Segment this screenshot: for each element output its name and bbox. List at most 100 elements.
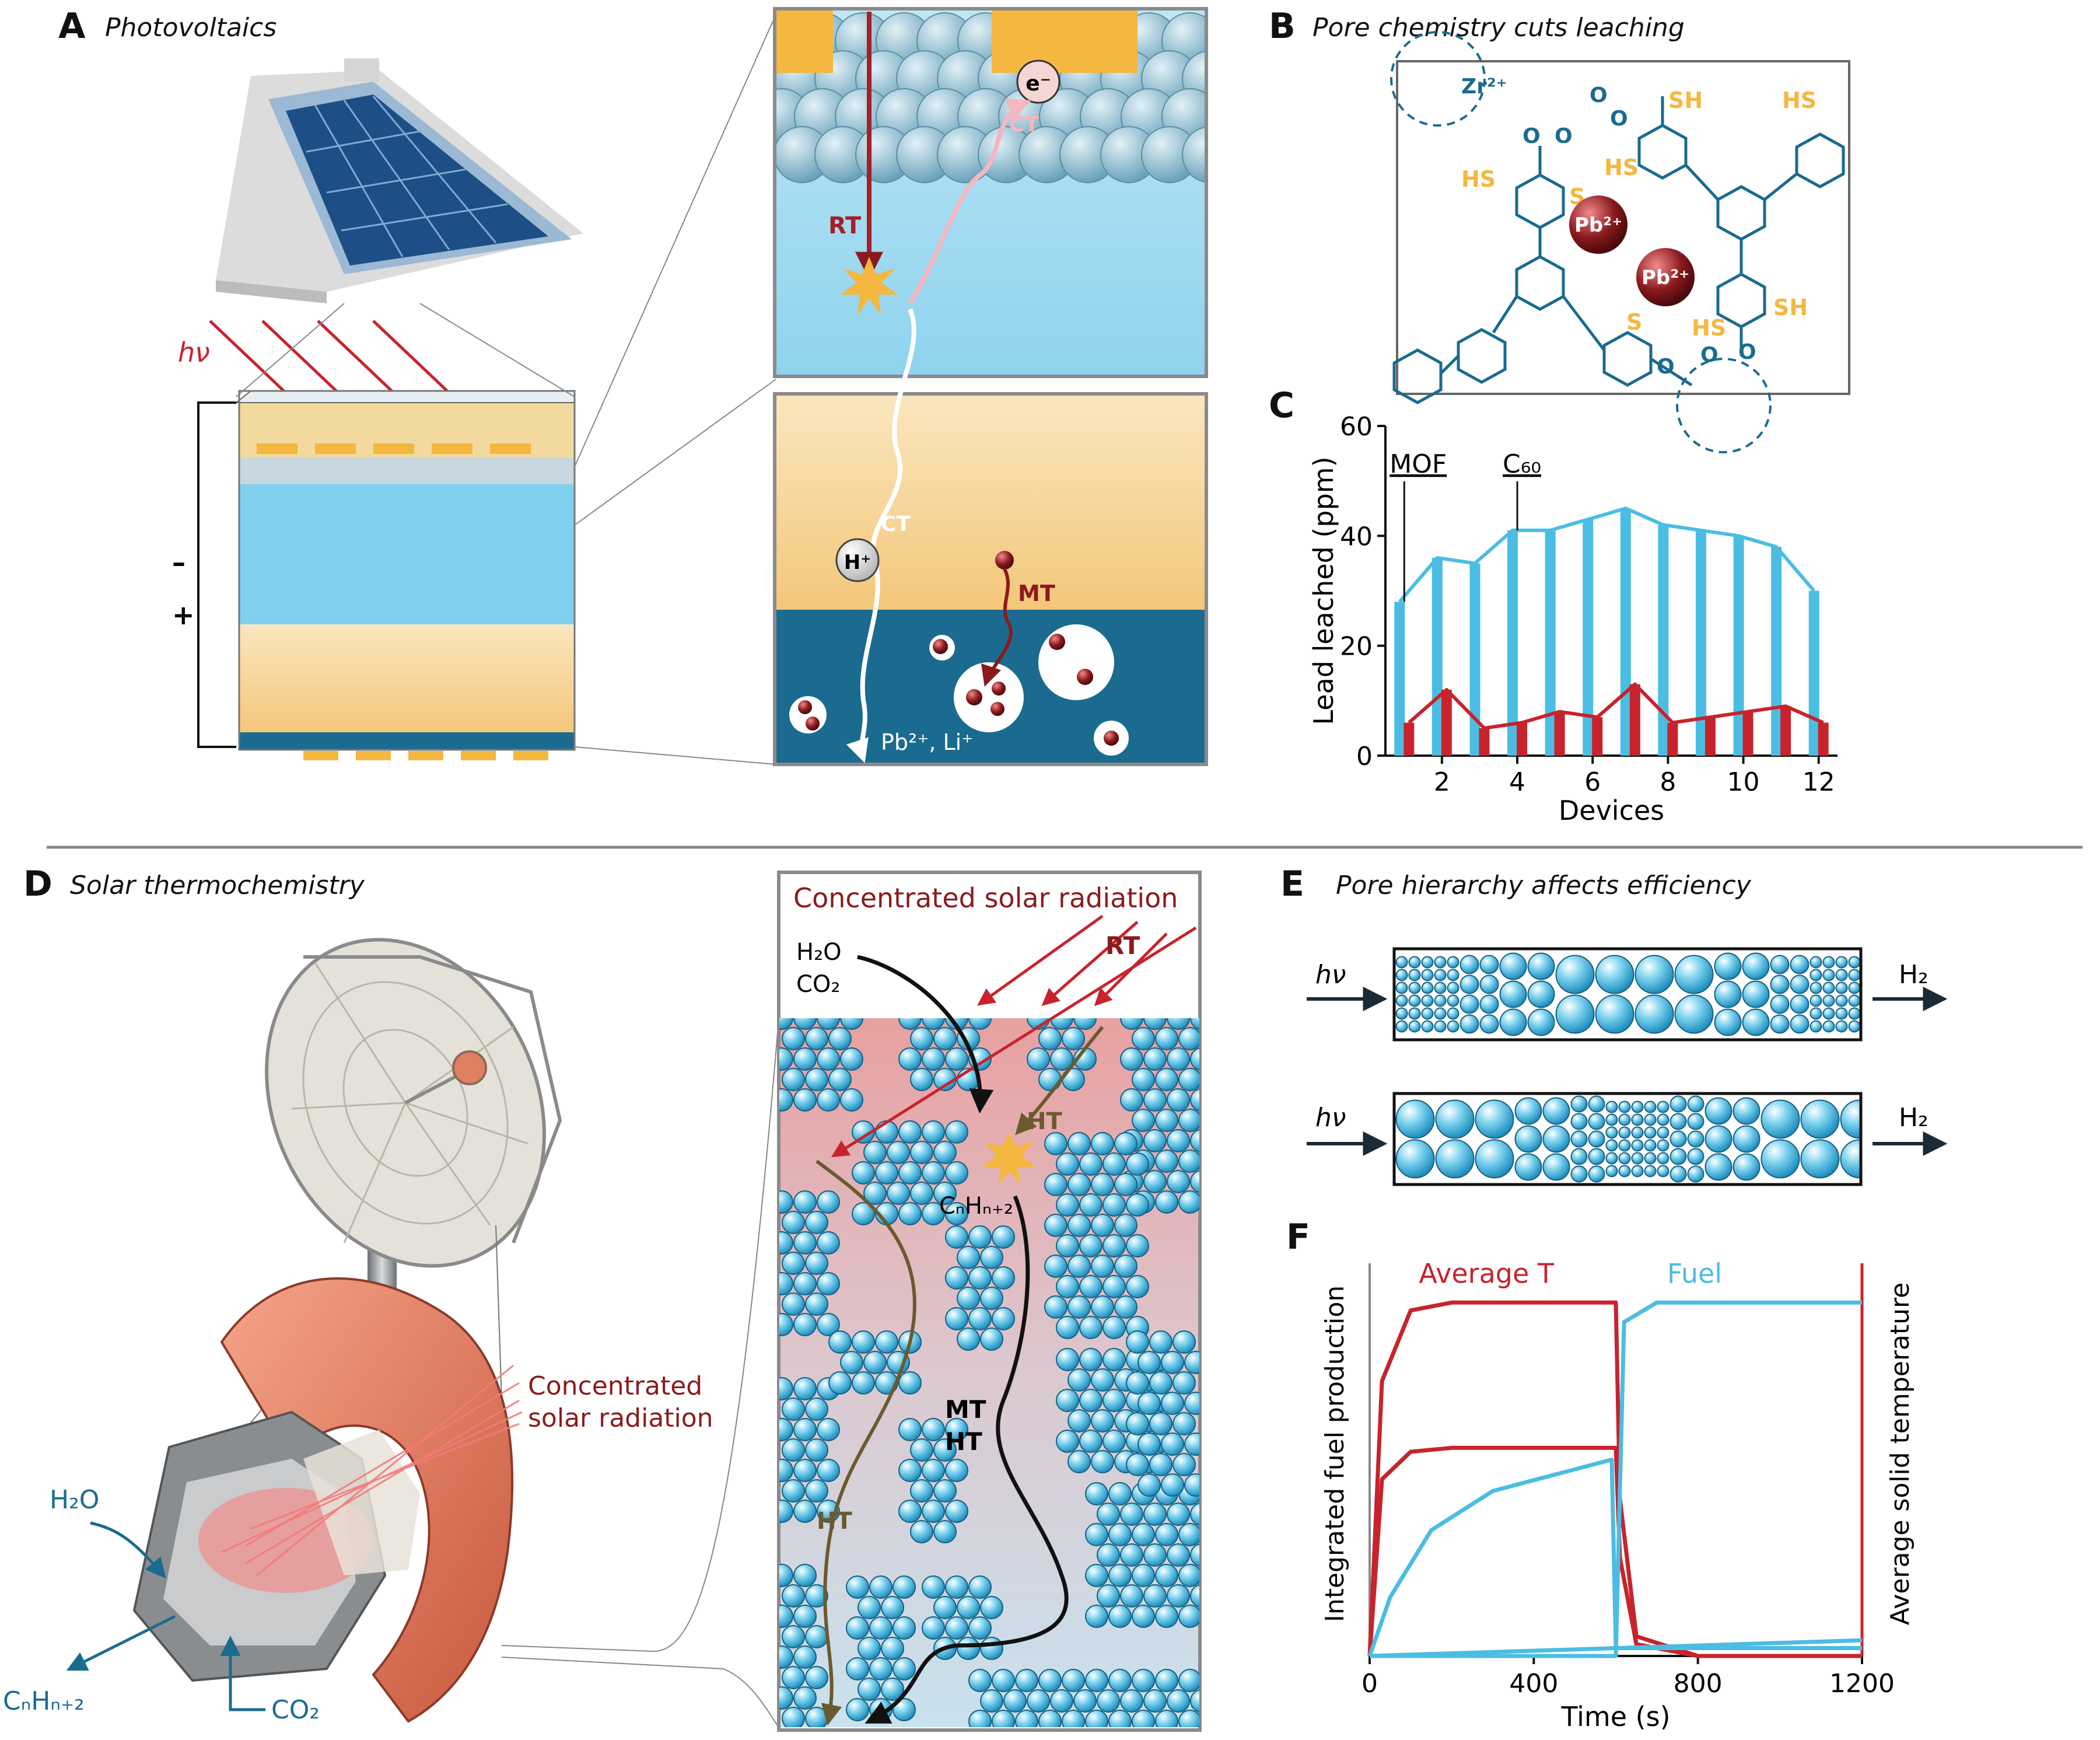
chart-c-bar-s1-4 <box>1517 722 1528 756</box>
ceramic-bead <box>840 1088 863 1112</box>
ceramic-bead <box>817 1047 840 1071</box>
ceramic-bead <box>1056 1193 1079 1217</box>
ceramic-bead <box>779 1272 793 1295</box>
ceramic-bead <box>1079 1430 1102 1453</box>
ceramic-bead <box>1108 1710 1132 1727</box>
ceramic-bead <box>881 1596 904 1619</box>
plus-terminal: + <box>172 599 195 631</box>
ceramic-bead <box>1172 1412 1196 1435</box>
pore-bead <box>1408 969 1421 981</box>
hs-label-4: HS <box>1692 315 1726 341</box>
mt-path-a <box>981 568 1013 687</box>
ceramic-bead <box>779 1686 793 1710</box>
ceramic-bead <box>1149 1453 1172 1476</box>
co2-feed-label: CO₂ <box>796 971 840 998</box>
ceramic-bead <box>793 1313 817 1336</box>
mt-label-a: MT <box>1018 581 1055 606</box>
ceramic-bead <box>957 1287 980 1310</box>
ceramic-bead <box>1091 1173 1114 1196</box>
pore-bead <box>1499 980 1527 1008</box>
panel-c-letter: C <box>1269 385 1294 426</box>
ceramic-bead <box>782 1438 805 1462</box>
ceramic-bead <box>840 1018 863 1030</box>
pore-bead <box>1421 1020 1434 1033</box>
zoom-box-bottom <box>773 392 1208 766</box>
ceramic-bead <box>933 1520 957 1543</box>
ceramic-bead <box>1190 1129 1199 1152</box>
pb-label-1: Pb²⁺ <box>1574 214 1622 237</box>
pore-bead <box>1421 994 1434 1007</box>
chart-f-x-tick-label: 0 <box>1362 1669 1378 1699</box>
zoom-box-top <box>773 7 1208 378</box>
ceramic-bead <box>1079 1234 1102 1257</box>
chart-c-y-tick-label: 20 <box>1340 632 1373 662</box>
house-illustration <box>216 58 583 303</box>
pore-bead <box>1742 1008 1770 1036</box>
ceramic-bead <box>1149 1412 1172 1435</box>
ceramic-bead <box>1056 1430 1079 1453</box>
ceramic-bead <box>1190 1047 1199 1071</box>
ceramic-bead <box>1015 1669 1038 1692</box>
pore-bead <box>1800 1099 1840 1139</box>
pore-bead <box>1542 1125 1570 1153</box>
ceramic-bead <box>1102 1389 1126 1412</box>
ceramic-bead <box>957 1596 980 1619</box>
product-path <box>864 1195 1069 1724</box>
pore-bead <box>1434 981 1447 994</box>
ions-label: Pb²⁺, Li⁺ <box>881 729 973 755</box>
pore-bead <box>1499 1008 1527 1036</box>
pore-bead <box>1704 1125 1732 1153</box>
pore-bead <box>1479 955 1499 974</box>
pore-bead <box>1460 1014 1479 1034</box>
mof-structure: O O O O O O O Zr²⁺ SH SH HS HS HS HS S S… <box>1390 31 1850 453</box>
reaction-star <box>983 1132 1035 1185</box>
pore-bead <box>1408 1020 1421 1033</box>
pore-bead <box>1687 1113 1704 1130</box>
ceramic-bead <box>852 1161 875 1185</box>
ceramic-bead <box>805 1479 828 1503</box>
pore-bead <box>1408 981 1421 994</box>
chart-f-series-label-2: Fuel <box>1667 1258 1722 1290</box>
panel-e-title: Pore hierarchy affects efficiency <box>1336 871 1752 900</box>
pore-bead <box>1644 1100 1657 1113</box>
ceramic-bead <box>1102 1430 1126 1453</box>
ceramic-bead <box>1120 1584 1143 1608</box>
ceramic-bead <box>910 1027 933 1050</box>
pore-bead <box>1527 952 1555 980</box>
pore-bead <box>1670 1148 1687 1165</box>
ceramic-bead <box>922 1202 945 1225</box>
pore-bead <box>1588 1130 1605 1148</box>
ceramic-bead <box>782 1479 805 1503</box>
ct-path-electron <box>908 98 1031 305</box>
h2-label-e2: H₂ <box>1899 1103 1929 1133</box>
ceramic-bead <box>1161 1432 1184 1456</box>
pore-bead <box>1479 994 1499 1014</box>
ceramic-bead <box>869 1657 892 1680</box>
ceramic-bead <box>945 1575 968 1599</box>
ceramic-bead <box>1184 1432 1199 1456</box>
nanoparticle-bead <box>1182 126 1206 183</box>
ceramic-bead <box>945 1500 968 1523</box>
ceramic-bead <box>846 1616 869 1640</box>
pore-bead <box>1618 1126 1631 1139</box>
ceramic-bead <box>1050 1018 1073 1030</box>
ceramic-bead <box>922 1047 945 1071</box>
pore-bead <box>1822 1007 1835 1020</box>
ceramic-bead <box>945 1202 968 1225</box>
chart-c-y-tick-label: 60 <box>1340 412 1373 442</box>
chart-c-bar-s1-12 <box>1818 722 1829 756</box>
excitation-star <box>840 257 898 315</box>
ceramic-bead <box>1038 1068 1062 1091</box>
ceramic-bead <box>1143 1503 1167 1526</box>
pore-bead <box>1570 1113 1588 1130</box>
rt-label-a: RT <box>828 212 862 239</box>
ceramic-bead <box>1167 1047 1190 1071</box>
electron-label: e⁻ <box>1026 72 1051 96</box>
pore-bead <box>1588 1095 1605 1113</box>
pore-bead <box>1605 1113 1618 1126</box>
pore-bead <box>1835 1020 1848 1033</box>
ceramic-bead <box>1155 1068 1178 1091</box>
chart-c-y-label: Lead leached (ppm) <box>1308 456 1339 725</box>
ceramic-bead <box>1068 1132 1091 1155</box>
pore-bead <box>1822 956 1835 969</box>
